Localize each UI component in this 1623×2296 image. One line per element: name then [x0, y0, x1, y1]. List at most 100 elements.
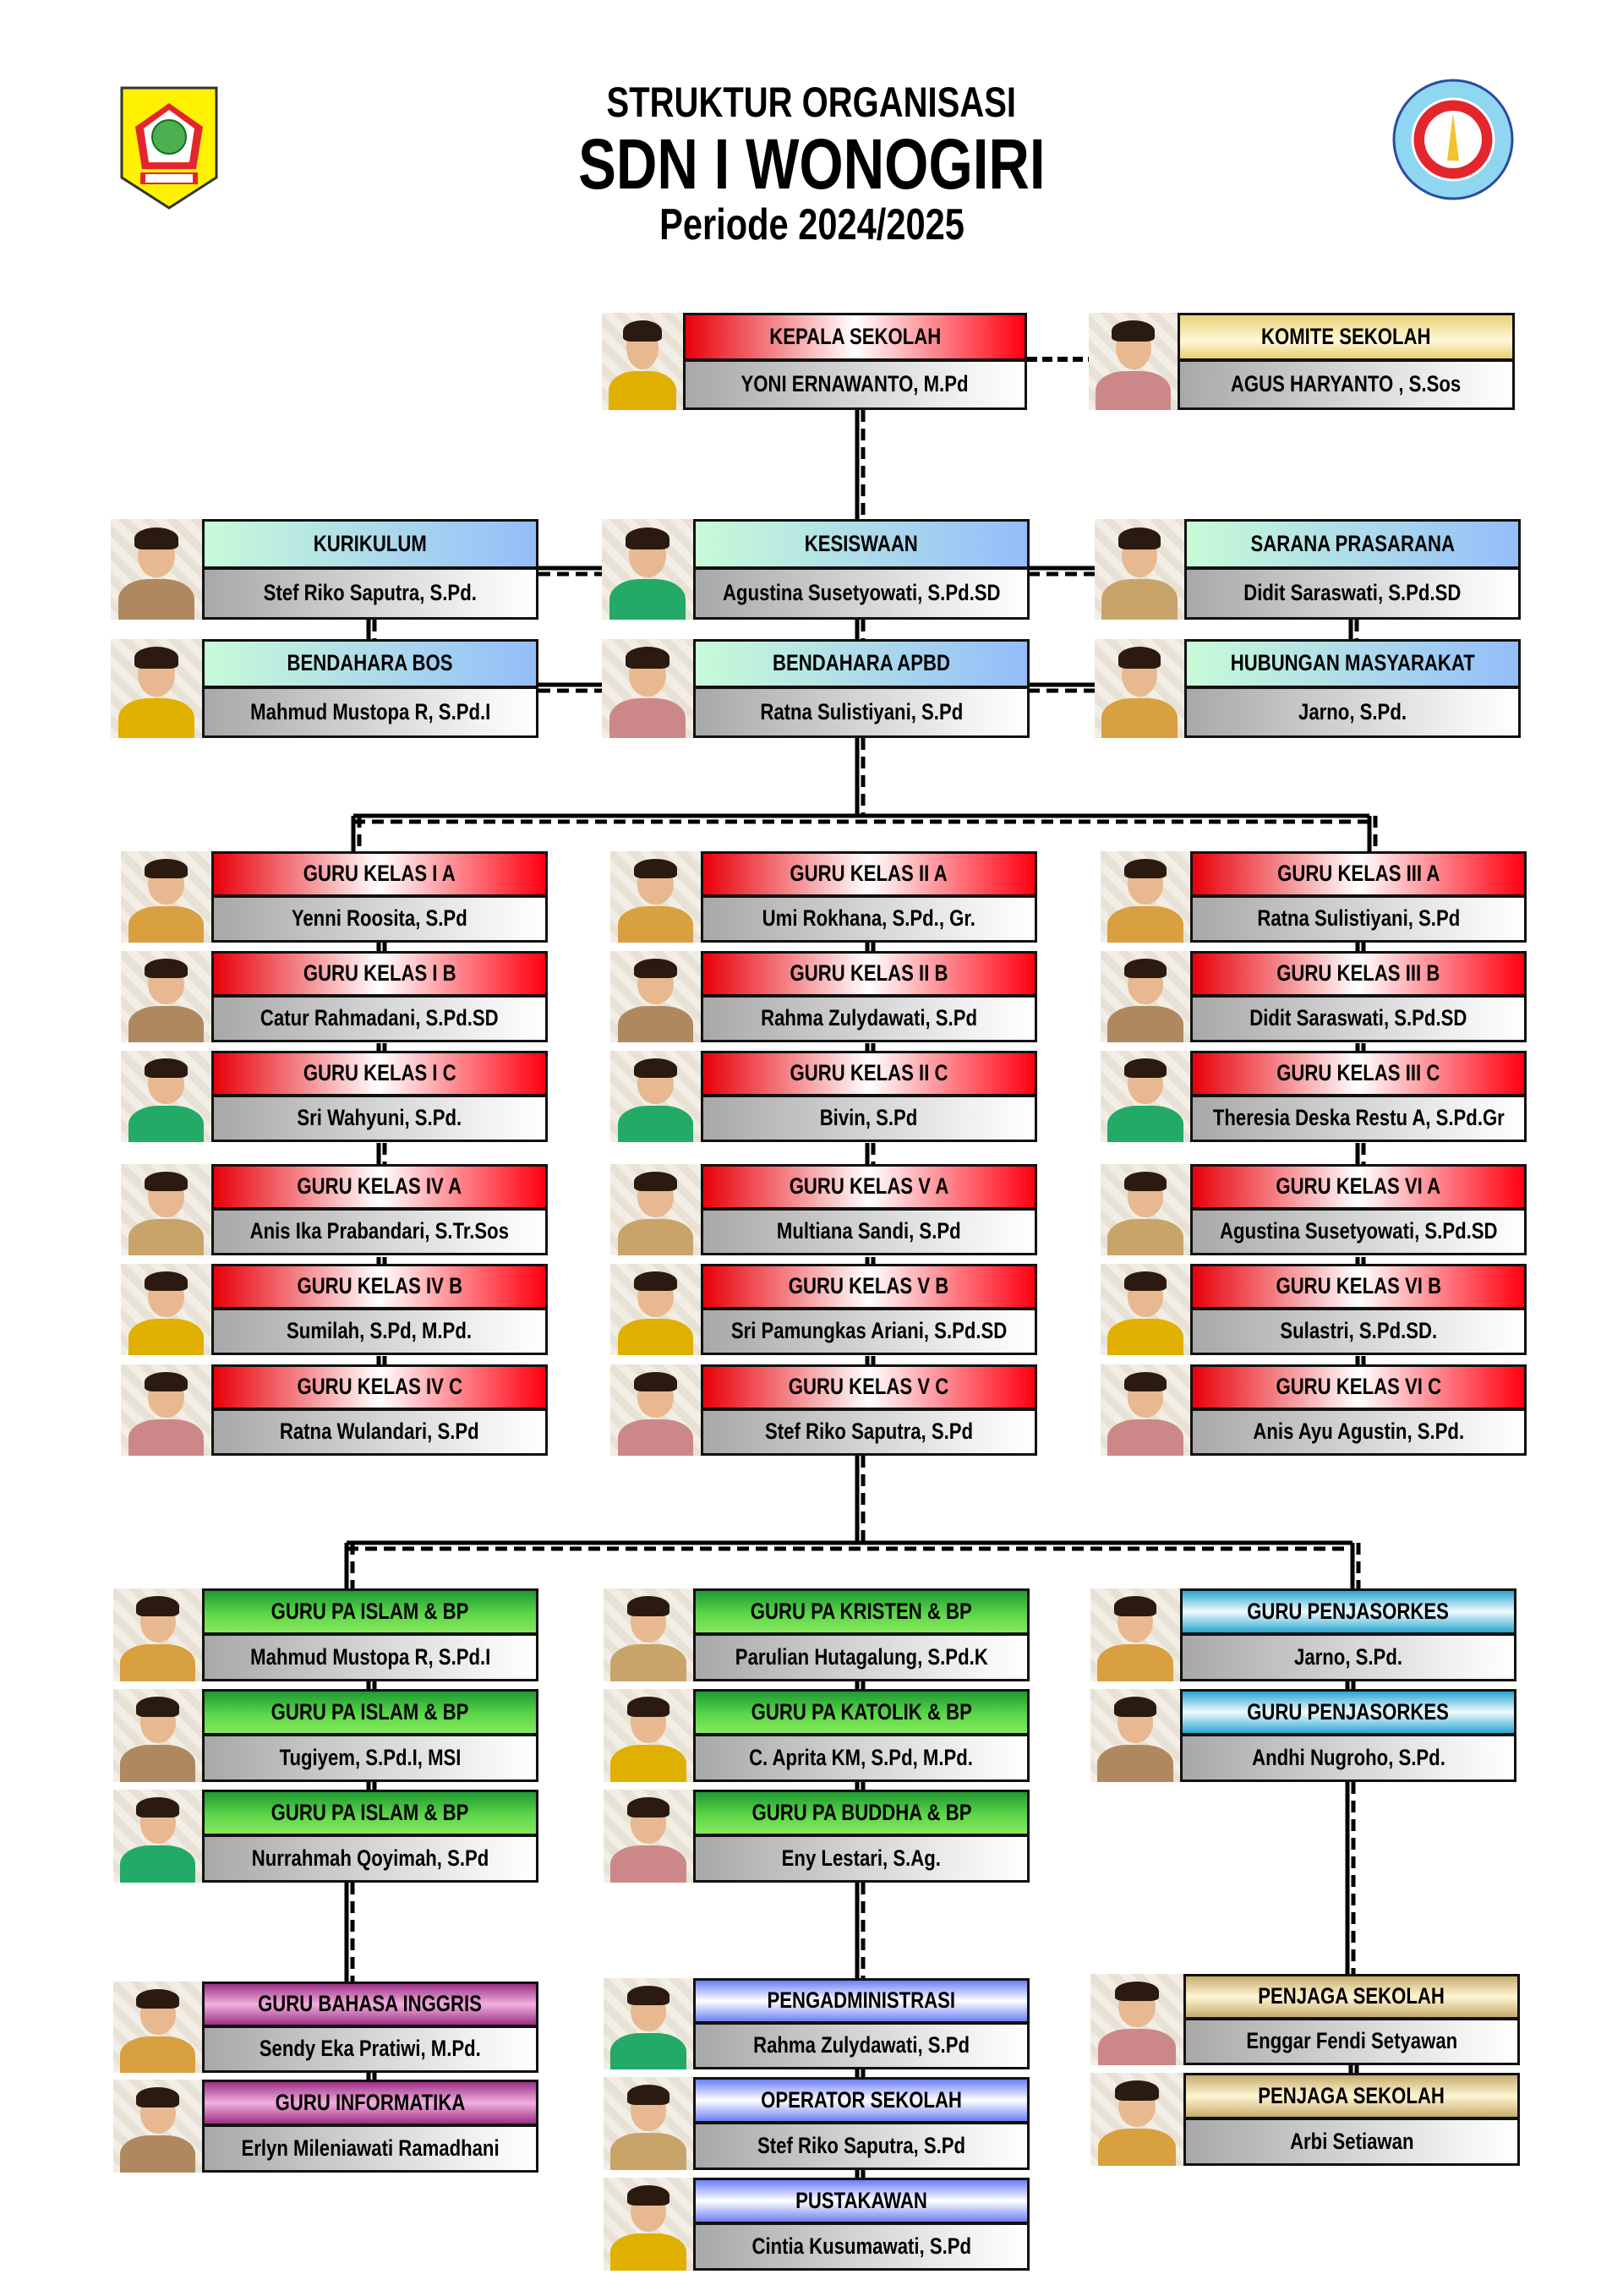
staff-photo	[1095, 639, 1184, 738]
staff-name: Catur Rahmadani, S.Pd.SD	[214, 997, 545, 1040]
staff-photo	[610, 951, 701, 1042]
position-title: BENDAHARA BOS	[205, 642, 536, 690]
staff-photo	[121, 1051, 211, 1142]
school-name: SDN I WONOGIRI	[0, 128, 1623, 200]
staff-name: Jarno, S.Pd.	[1187, 689, 1518, 735]
position-box: GURU KELAS I A Yenni Roosita, S.Pd	[211, 851, 548, 943]
position-title-text: GURU KELAS V B	[789, 1273, 949, 1299]
staff-photo	[121, 1164, 211, 1255]
staff-name-text: Sri Wahyuni, S.Pd.	[297, 1105, 462, 1131]
position-title: KESISWAAN	[696, 522, 1027, 571]
position-title-text: GURU KELAS V C	[789, 1374, 949, 1400]
position-box: GURU KELAS I C Sri Wahyuni, S.Pd.	[211, 1051, 548, 1142]
staff-name-text: Stef Riko Saputra, S.Pd	[764, 1419, 974, 1445]
position-title-text: KURIKULUM	[313, 530, 428, 556]
staff-name-text: Yenni Roosita, S.Pd	[292, 905, 467, 932]
position-title: GURU PA KATOLIK & BP	[696, 1692, 1027, 1736]
staff-name: Sri Pamungkas Ariani, S.Pd.SD	[703, 1309, 1035, 1353]
staff-name: Tugiyem, S.Pd.I, MSI	[205, 1736, 536, 1779]
staff-photo	[1101, 1051, 1190, 1142]
position-title: GURU KELAS II A	[703, 854, 1035, 898]
school-name-text: SDN I WONOGIRI	[577, 124, 1046, 204]
staff-photo	[1090, 1588, 1180, 1681]
staff-name-text: Sulastri, S.Pd.SD.	[1280, 1318, 1437, 1344]
staff-photo	[604, 1978, 693, 2069]
staff-name-text: Tugiyem, S.Pd.I, MSI	[279, 1744, 462, 1770]
staff-name: Agustina Susetyowati, S.Pd.SD	[1193, 1210, 1524, 1253]
position-title-text: GURU KELAS I C	[303, 1060, 456, 1086]
staff-photo	[610, 851, 701, 943]
position-title: PENGADMINISTRASI	[696, 1981, 1027, 2025]
position-title-text: GURU KELAS III C	[1276, 1060, 1440, 1086]
period: Periode 2024/2025	[0, 203, 1623, 247]
staff-name-text: YONI ERNAWANTO, M.Pd	[741, 371, 969, 397]
position-title-text: GURU PA BUDDHA & BP	[751, 1799, 971, 1825]
staff-name: Mahmud Mustopa R, S.Pd.I	[205, 689, 536, 735]
staff-name: Sri Wahyuni, S.Pd.	[214, 1096, 545, 1140]
staff-name: Sulastri, S.Pd.SD.	[1193, 1309, 1524, 1353]
position-title-text: GURU KELAS I B	[303, 960, 456, 987]
position-box: GURU KELAS I B Catur Rahmadani, S.Pd.SD	[211, 951, 548, 1042]
staff-name: Eny Lestari, S.Ag.	[696, 1836, 1027, 1880]
staff-name: Didit Saraswati, S.Pd.SD	[1193, 997, 1524, 1040]
position-title: GURU KELAS II C	[703, 1053, 1035, 1097]
staff-name-text: Anis Ika Prabandari, S.Tr.Sos	[249, 1218, 510, 1244]
staff-name-text: C. Aprita KM, S.Pd, M.Pd.	[749, 1744, 974, 1770]
position-title-text: KOMITE SEKOLAH	[1261, 323, 1431, 349]
staff-name-text: Sri Pamungkas Ariani, S.Pd.SD	[730, 1318, 1008, 1344]
position-title-text: GURU KELAS VI A	[1276, 1173, 1441, 1200]
staff-name: Rahma Zulydawati, S.Pd	[703, 997, 1035, 1040]
staff-photo	[604, 1689, 693, 1782]
staff-name-text: Agustina Susetyowati, S.Pd.SD	[1219, 1218, 1498, 1244]
position-box: GURU KELAS III A Ratna Sulistiyani, S.Pd	[1190, 851, 1527, 943]
staff-photo	[113, 1588, 202, 1681]
staff-name: AGUS HARYANTO , S.Sos	[1180, 362, 1512, 407]
position-title: PUSTAKAWAN	[696, 2180, 1027, 2225]
staff-name: Didit Saraswati, S.Pd.SD	[1187, 570, 1518, 617]
position-title-text: GURU PA ISLAM & BP	[271, 1698, 469, 1725]
position-title-text: GURU PA ISLAM & BP	[271, 1598, 469, 1624]
position-title: GURU KELAS I C	[214, 1053, 545, 1097]
position-box: GURU PA ISLAM & BP Nurrahmah Qoyimah, S.P…	[202, 1790, 538, 1883]
staff-name-text: Ratna Sulistiyani, S.Pd	[1257, 905, 1460, 932]
staff-name: Jarno, S.Pd.	[1183, 1635, 1514, 1679]
position-title-text: GURU KELAS I A	[303, 861, 456, 887]
position-title-text: BENDAHARA APBD	[773, 650, 950, 676]
staff-name: Andhi Nugroho, S.Pd.	[1183, 1736, 1514, 1779]
position-title-text: GURU PENJASORKES	[1247, 1698, 1450, 1725]
staff-name-text: Enggar Fendi Setyawan	[1246, 2028, 1457, 2054]
position-title-text: KEPALA SEKOLAH	[769, 323, 941, 349]
position-box: KOMITE SEKOLAH AGUS HARYANTO , S.Sos	[1178, 313, 1515, 410]
staff-name-text: Arbi Setiawan	[1289, 2128, 1414, 2154]
position-title-text: GURU KELAS VI C	[1276, 1374, 1441, 1400]
staff-name: Yenni Roosita, S.Pd	[214, 897, 545, 940]
position-title: GURU KELAS IV C	[214, 1367, 545, 1411]
staff-name: Anis Ika Prabandari, S.Tr.Sos	[214, 1210, 545, 1253]
staff-name-text: Sendy Eka Pratiwi, M.Pd.	[259, 2036, 482, 2062]
staff-name: Nurrahmah Qoyimah, S.Pd	[205, 1836, 536, 1880]
position-title: GURU PA ISLAM & BP	[205, 1692, 536, 1736]
position-title-text: GURU PA ISLAM & BP	[271, 1799, 469, 1825]
position-title: GURU KELAS III A	[1193, 854, 1524, 898]
staff-name-text: Eny Lestari, S.Ag.	[781, 1845, 942, 1871]
position-title: SARANA PRASARANA	[1187, 522, 1518, 571]
staff-name: Sumilah, S.Pd, M.Pd.	[214, 1309, 545, 1353]
staff-name: Agustina Susetyowati, S.Pd.SD	[696, 570, 1027, 617]
staff-name-text: Jarno, S.Pd.	[1294, 1643, 1402, 1670]
staff-photo	[604, 1790, 693, 1883]
staff-name: Stef Riko Saputra, S.Pd	[696, 2124, 1027, 2168]
staff-name: Cintia Kusumawati, S.Pd	[696, 2224, 1027, 2268]
staff-name-text: Jarno, S.Pd.	[1298, 698, 1407, 724]
staff-name: Multiana Sandi, S.Pd	[703, 1210, 1035, 1253]
position-title-text: PENGADMINISTRASI	[767, 1987, 956, 2014]
staff-name-text: Rahma Zulydawati, S.Pd	[761, 1005, 977, 1031]
